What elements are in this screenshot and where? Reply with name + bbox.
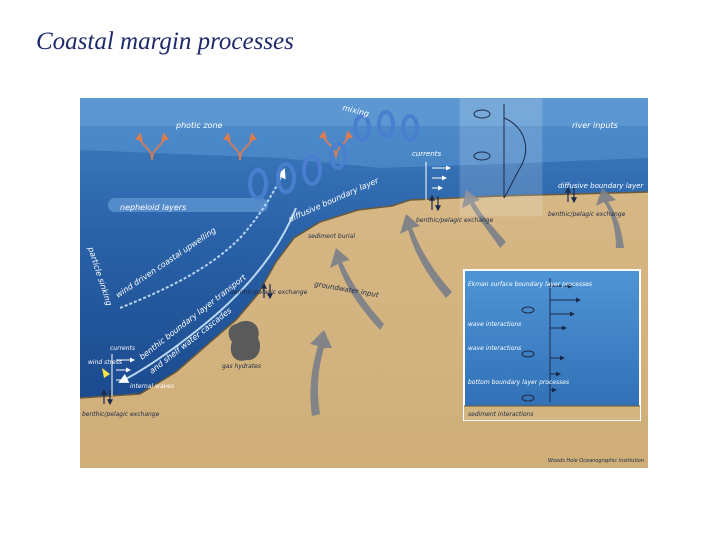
label-internal-waves: internal waves	[130, 383, 174, 390]
inset-label-wave-2: wave interactions	[468, 345, 521, 352]
surface-layer	[80, 98, 648, 168]
seafloor-line	[80, 191, 648, 399]
figure-credit: Woods Hole Oceanographic Institution	[548, 458, 644, 464]
label-currents-top: currents	[412, 150, 442, 158]
exchange-arrows	[101, 186, 577, 406]
cascade-arrow	[118, 207, 297, 383]
label-gas-hydrates: gas hydrates	[222, 363, 261, 370]
photic-band	[80, 98, 648, 126]
nepheloid-band	[108, 198, 268, 212]
label-currents-left: currents	[110, 345, 135, 352]
upwelling-arrow	[119, 168, 286, 309]
inset-label-sediment: sediment interactions	[468, 411, 533, 418]
shelf-column-highlight	[459, 98, 543, 217]
label-river-inputs: river inputs	[572, 121, 618, 130]
label-nepheloid-layers: nepheloid layers	[120, 203, 186, 212]
coastal-process-diagram: photic zone particle sinking nepheloid l…	[80, 98, 648, 468]
label-benthic-pelagic-mid: benthic/pelagic exchange	[230, 289, 308, 296]
inset-label-surface: Ekman surface boundary layer processes	[468, 281, 592, 288]
inset-panel	[463, 269, 641, 421]
label-benthic-pelagic-left: benthic/pelagic exchange	[82, 411, 160, 418]
inset-label-wave-1: wave interactions	[468, 321, 521, 328]
shelf-current-profile	[473, 104, 527, 199]
label-sediment-burial: sediment burial	[308, 233, 355, 240]
slide-title: Coastal margin processes	[36, 28, 294, 55]
mixing-eddies	[248, 110, 419, 200]
label-benthic-pelagic-right: benthic/pelagic exchange	[416, 217, 494, 224]
groundwater-arrows	[310, 188, 624, 416]
wind-stress-marker	[102, 368, 110, 378]
gas-hydrate-deposit	[228, 320, 261, 361]
current-ladder-left	[111, 354, 135, 396]
label-benthic-pelagic-bottom: benthic/pelagic exchange	[548, 211, 626, 218]
ocean-water	[80, 98, 648, 398]
current-ladder-top	[425, 162, 451, 200]
label-diffusive-boundary-layer-shelf: diffusive boundary layer	[558, 182, 644, 190]
label-photic-zone: photic zone	[175, 121, 223, 130]
label-wind-stress: wind stress	[88, 359, 122, 366]
inset-label-bottom: bottom boundary layer processes	[468, 379, 569, 386]
